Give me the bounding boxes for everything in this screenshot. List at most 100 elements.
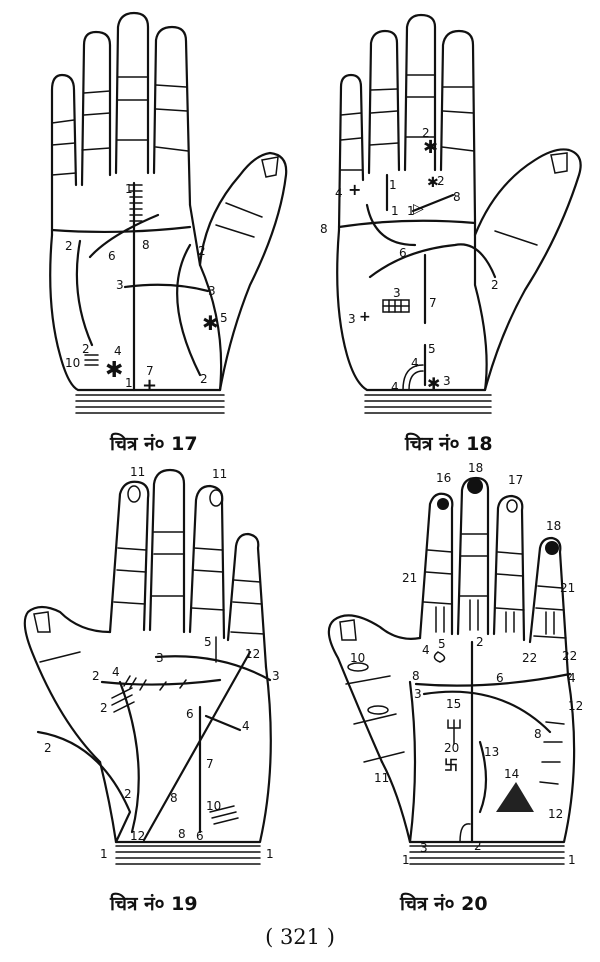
little-finger: [52, 75, 76, 235]
label: 6: [399, 246, 407, 260]
label: 8: [320, 222, 328, 236]
label: 18: [546, 519, 561, 533]
label: 21: [560, 581, 575, 595]
label: 4: [411, 356, 419, 370]
nail-mark: [507, 500, 517, 512]
label: 8: [142, 238, 150, 252]
palm-outline: [382, 676, 574, 842]
label: 6: [186, 707, 194, 721]
label: 2: [476, 635, 484, 649]
figure-18: ✱ ✱ + ▷ + ✱ 2 2 4 1 8 1 1 8 6 2 3 7 3 5 …: [315, 5, 595, 425]
label: 8: [170, 791, 178, 805]
label: 2: [92, 669, 100, 683]
label: 3: [116, 278, 124, 292]
star-mark-2: ✱: [105, 358, 123, 383]
label: 2: [82, 342, 90, 356]
figure-20: 卐 16 18 17 18 21 21 10 4 5 22 22 8 3 6 4…: [320, 462, 595, 882]
label: 22: [562, 649, 577, 663]
label: 3: [156, 651, 164, 665]
label: 16: [436, 471, 451, 485]
label: 4: [391, 380, 399, 394]
triple-marks: [85, 355, 98, 365]
hand-diagram-17: ✱ ✱ + 1 2 6 8 2 3 3 5 2 4 10 7 1 2: [30, 5, 290, 425]
label: 4: [242, 719, 250, 733]
middle-finger: [116, 13, 148, 173]
figure-17: ✱ ✱ + 1 2 6 8 2 3 3 5 2 4 10 7 1 2: [30, 5, 290, 425]
label: 5: [428, 342, 436, 356]
label: 12: [130, 829, 145, 843]
label: 13: [484, 745, 499, 759]
heart-line: [339, 221, 475, 227]
hand-diagram-19: 11 11 5 3 12 3 4 2 2 6 4 2 7 8 10 2 12 8…: [20, 462, 290, 882]
star-mark: ✱: [202, 311, 219, 335]
cross-mark: +: [348, 180, 361, 199]
nail-mark: [128, 486, 140, 502]
label: 1: [266, 847, 274, 861]
index-finger: [154, 27, 190, 205]
label: 3: [208, 284, 216, 298]
figure-19: 11 11 5 3 12 3 4 2 2 6 4 2 7 8 10 2 12 8…: [20, 462, 290, 882]
label: 15: [446, 697, 461, 711]
label: 22: [522, 651, 537, 665]
label: 18: [468, 462, 483, 475]
cross-mark-2: +: [359, 309, 371, 325]
caption-19: चित्र नं० 19: [110, 890, 198, 916]
label: 2: [198, 244, 206, 258]
heart-line: [52, 227, 190, 232]
label: 10: [350, 651, 365, 665]
label: 6: [496, 671, 504, 685]
cross-mark: +: [142, 375, 157, 396]
label: 7: [146, 364, 154, 378]
triangle-mark: ▷: [413, 201, 424, 217]
label: 1: [125, 182, 133, 196]
heart-line: [416, 674, 570, 686]
line-3: [125, 285, 208, 291]
label: 1: [407, 204, 415, 218]
label: 5: [438, 637, 446, 651]
label: 2: [200, 372, 208, 386]
label: 11: [212, 467, 227, 481]
label: 6: [196, 829, 204, 843]
label: 12: [548, 807, 563, 821]
label: 3: [393, 286, 401, 300]
thumb: [329, 615, 420, 762]
label: 3: [414, 687, 422, 701]
palm-outline: [100, 667, 271, 842]
label: 21: [402, 571, 417, 585]
island-mark-2: [368, 706, 388, 714]
ring-finger: [369, 31, 399, 173]
label: 8: [534, 727, 542, 741]
label: 17: [508, 473, 523, 487]
label: 2: [124, 787, 132, 801]
label: 3: [272, 669, 280, 683]
hand-diagram-18: ✱ ✱ + ▷ + ✱ 2 2 4 1 8 1 1 8 6 2 3 7 3 5 …: [315, 5, 595, 425]
nail-dot-2: [467, 478, 483, 494]
ring-finger: [82, 32, 110, 185]
caption-18: चित्र नं० 18: [405, 430, 493, 456]
label: 4: [112, 665, 120, 679]
nail-dot-3: [545, 541, 559, 555]
star-mark: ✱: [423, 137, 438, 158]
caption-20: चित्र नं० 20: [400, 890, 488, 916]
label: 2: [437, 174, 445, 188]
head-line: [370, 244, 495, 277]
label: 10: [206, 799, 221, 813]
label: 8: [453, 190, 461, 204]
middle-finger: [150, 470, 184, 632]
label: 6: [108, 249, 116, 263]
label: 7: [429, 296, 437, 310]
label: 4: [422, 643, 430, 657]
label: 4: [335, 186, 343, 200]
label: 1: [391, 204, 399, 218]
label: 5: [220, 311, 228, 325]
label: 4: [114, 344, 122, 358]
label: 2: [65, 239, 73, 253]
label: 2: [474, 839, 482, 853]
hand-diagram-20: 卐 16 18 17 18 21 21 10 4 5 22 22 8 3 6 4…: [320, 462, 595, 882]
label: 7: [206, 757, 214, 771]
label: 20: [444, 741, 459, 755]
page-number: ( 321 ): [0, 925, 600, 949]
label: 1: [568, 853, 576, 867]
label: 2: [491, 278, 499, 292]
label: 2: [44, 741, 52, 755]
